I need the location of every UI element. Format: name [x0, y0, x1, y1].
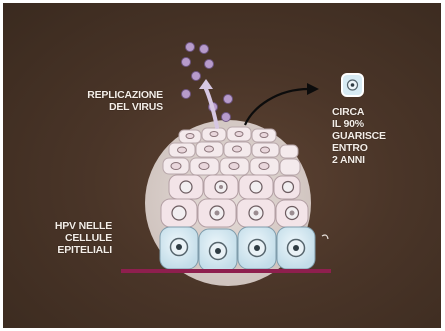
label-hpv-line: HPV NELLE [54, 220, 112, 232]
label-clearance: CIRCA IL 90% GUARISCE ENTRO 2 ANNI [332, 106, 386, 166]
tissue-edge-curl [322, 235, 328, 239]
label-clearance-line: GUARISCE [332, 130, 386, 142]
label-replication: REPLICAZIONE DEL VIRUS [73, 89, 163, 113]
diagram-canvas: REPLICAZIONE DEL VIRUS CIRCA IL 90% GUAR… [3, 3, 441, 328]
label-hpv-line: EPITELIALI [54, 244, 112, 256]
basement-membrane [121, 269, 331, 273]
label-replication-line: DEL VIRUS [73, 101, 163, 113]
curved-arrow-icon [245, 83, 319, 125]
label-clearance-line: IL 90% [332, 118, 386, 130]
label-clearance-line: ENTRO [332, 142, 386, 154]
label-clearance-line: 2 ANNI [332, 154, 386, 166]
label-hpv-line: CELLULE [54, 232, 112, 244]
label-hpv: HPV NELLE CELLULE EPITELIALI [54, 220, 112, 256]
label-replication-line: REPLICAZIONE [73, 89, 163, 101]
label-clearance-line: CIRCA [332, 106, 386, 118]
healthy-cell-icon [342, 74, 363, 96]
